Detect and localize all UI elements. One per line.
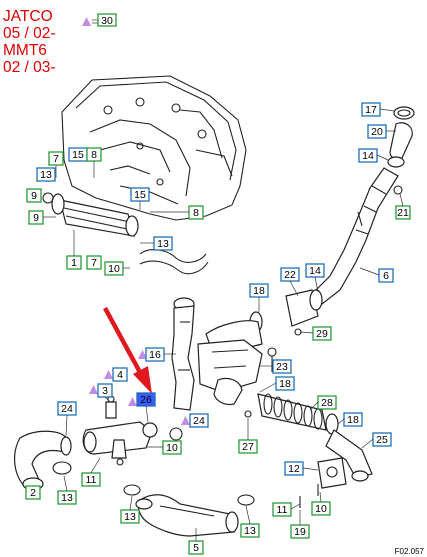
title-line-4: 02 / 03- xyxy=(3,59,56,76)
callout-26: 26 xyxy=(140,394,152,406)
bottom-hose-drawing xyxy=(123,484,255,537)
callout-10c: 10 xyxy=(166,442,178,454)
callout-10b: 10 xyxy=(315,503,327,515)
legend-30: 30 xyxy=(82,13,117,27)
callout-9a: 9 xyxy=(31,190,37,202)
callout-8a: 8 xyxy=(91,149,97,161)
corrugated-hose-drawing xyxy=(257,393,373,508)
callout-12: 12 xyxy=(288,463,300,475)
callout-2: 2 xyxy=(30,487,36,499)
callout-8b: 8 xyxy=(193,207,199,219)
lower-left-hose-drawing xyxy=(14,430,72,491)
connector-drawing xyxy=(82,395,183,466)
highlight-arrow xyxy=(103,306,152,394)
callout-24b: 24 xyxy=(61,403,73,415)
callout-24a: 24 xyxy=(193,415,205,427)
callout-box xyxy=(97,13,117,27)
callout-18b: 18 xyxy=(279,378,291,390)
callouts: 1 7 10 7 13 9 9 15 8 15 8 xyxy=(25,102,411,555)
variant-title: JATCO 05 / 02- MMT6 02 / 03- xyxy=(3,8,56,76)
callout-4: 4 xyxy=(117,369,123,381)
legend-triangle-icon xyxy=(82,17,91,26)
title-line-1: JATCO xyxy=(3,8,53,25)
callout-13e: 13 xyxy=(244,525,256,537)
pipe-16-drawing xyxy=(171,297,195,411)
title-line-3: MMT6 xyxy=(3,42,47,59)
callout-11a: 11 xyxy=(277,504,288,516)
callout-17: 17 xyxy=(365,104,377,116)
callout-22: 22 xyxy=(284,269,296,281)
figure-code: F02.057 xyxy=(395,547,425,556)
intercooler-drawing xyxy=(42,192,209,275)
upper-hose-drawing xyxy=(311,106,415,305)
title-line-2: 05 / 02- xyxy=(3,25,56,42)
callout-6: 6 xyxy=(383,270,389,282)
callout-5: 5 xyxy=(193,542,199,554)
center-hose-drawing xyxy=(197,289,323,406)
callout-30: 30 xyxy=(101,15,113,27)
callout-13c: 13 xyxy=(61,492,73,504)
callout-27: 27 xyxy=(242,441,254,453)
callout-7b: 7 xyxy=(53,153,59,165)
callout-14a: 14 xyxy=(362,150,374,162)
callout-9b: 9 xyxy=(33,212,39,224)
engine-frame-drawing xyxy=(61,75,247,221)
callout-18a: 18 xyxy=(253,285,265,297)
callout-15b: 15 xyxy=(134,189,146,201)
callout-11b: 11 xyxy=(86,474,97,486)
callout-3: 3 xyxy=(102,385,108,397)
callout-13b: 13 xyxy=(157,238,169,250)
callout-21: 21 xyxy=(397,207,409,219)
callout-14b: 14 xyxy=(309,265,321,277)
callout-10a: 10 xyxy=(108,263,120,275)
callout-1: 1 xyxy=(71,257,77,269)
callout-29: 29 xyxy=(316,328,328,340)
callout-23: 23 xyxy=(276,361,288,373)
callout-18c: 18 xyxy=(347,414,359,426)
callout-19: 19 xyxy=(294,526,306,538)
callout-7a: 7 xyxy=(91,257,97,269)
callout-13a: 13 xyxy=(40,169,52,181)
callout-16: 16 xyxy=(149,349,161,361)
callout-20: 20 xyxy=(371,126,383,138)
callout-13d: 13 xyxy=(124,511,136,523)
callout-28: 28 xyxy=(321,397,333,409)
callout-15a: 15 xyxy=(72,149,84,161)
callout-25: 25 xyxy=(376,434,388,446)
